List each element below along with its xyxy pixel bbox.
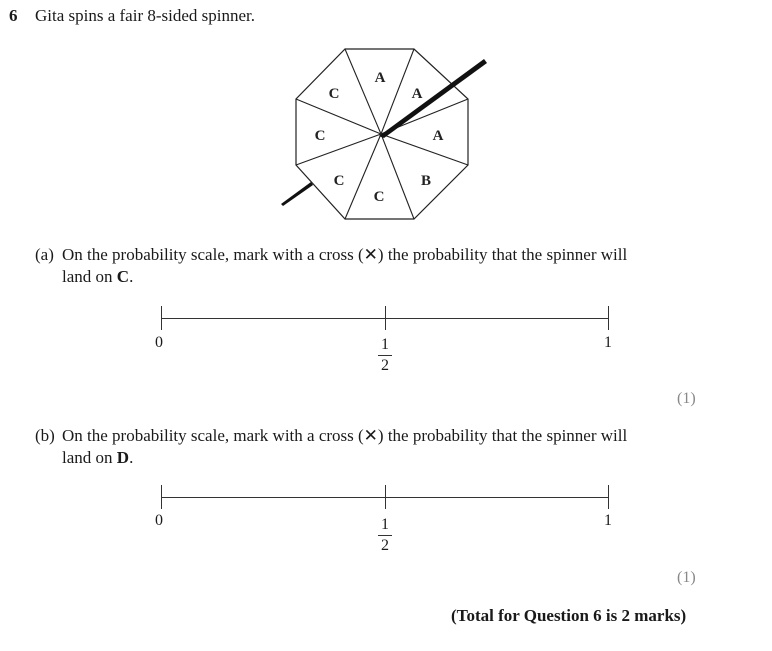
part-a-text-line2: land on — [62, 267, 117, 286]
part-a-period: . — [129, 267, 134, 286]
part-a-label: (a) — [35, 245, 54, 264]
sector-label: C — [315, 128, 326, 144]
marks-a: (1) — [677, 390, 696, 407]
part-b-text-line1: On the probability scale, mark with a cr… — [62, 426, 628, 445]
part-b-letter: D — [116, 448, 130, 467]
half-numerator: 1 — [381, 336, 389, 353]
sector-label: C — [329, 86, 340, 102]
part-b-period: . — [129, 448, 134, 467]
probability-scale-a[interactable] — [161, 306, 609, 332]
part-b-label: (b) — [35, 426, 55, 445]
half-numerator: 1 — [381, 516, 389, 533]
probability-scale-b[interactable] — [161, 485, 609, 511]
sector-label: A — [412, 86, 423, 102]
scale-b-half: 1 2 — [378, 516, 392, 555]
spinner-diagram: A A A B C C C C — [281, 48, 487, 220]
sector-label: C — [334, 173, 345, 189]
sector-label: A — [433, 128, 444, 144]
scale-a-one: 1 — [604, 334, 612, 351]
sector-label: B — [421, 173, 431, 189]
spinner-pointer — [379, 59, 487, 138]
part-b-text-line2: land on — [62, 448, 117, 467]
scale-a-zero: 0 — [155, 334, 163, 351]
part-a: (a) On the probability scale, mark with … — [35, 244, 735, 288]
scale-a-half: 1 2 — [378, 336, 392, 375]
part-b: (b) On the probability scale, mark with … — [35, 425, 735, 469]
scale-b-one: 1 — [604, 512, 612, 529]
marks-b: (1) — [677, 569, 696, 586]
half-denominator: 2 — [381, 537, 389, 554]
part-a-text-line1: On the probability scale, mark with a cr… — [62, 245, 628, 264]
sector-label: C — [374, 189, 385, 205]
sector-label: A — [375, 70, 386, 86]
total-marks: (Total for Question 6 is 2 marks) — [451, 606, 687, 625]
question-text: Gita spins a fair 8-sided spinner. — [35, 6, 256, 25]
scale-b-zero: 0 — [155, 512, 163, 529]
question-number: 6 — [9, 6, 18, 25]
half-denominator: 2 — [381, 357, 389, 374]
part-a-letter: C — [116, 267, 130, 286]
